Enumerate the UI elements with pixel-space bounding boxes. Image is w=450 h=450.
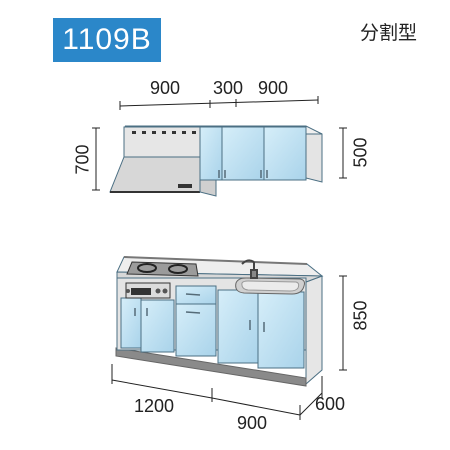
model-badge: 1109B	[53, 18, 161, 62]
upper-width-label-1: 900	[150, 78, 181, 98]
upper-side-panel	[305, 127, 323, 183]
lower-door-1	[120, 297, 142, 349]
grill-window	[131, 288, 151, 295]
upper-door-2	[221, 126, 265, 181]
plinth	[115, 347, 307, 387]
upper-cabinets	[109, 125, 323, 197]
upper-width-label-2: 300	[213, 78, 244, 98]
faucet	[241, 259, 258, 279]
lower-door-2	[140, 299, 175, 353]
burners	[137, 263, 188, 274]
upper-height-right-label: 500	[350, 137, 371, 168]
upper-dimension-lines	[92, 96, 347, 191]
sink	[235, 277, 305, 295]
upper-height-left-label: 700	[72, 144, 93, 175]
lower-width-right-label: 900	[237, 413, 268, 433]
lower-dimension-lines	[111, 275, 347, 420]
type-label: 分割型	[360, 22, 418, 44]
lower-height-label: 850	[350, 300, 371, 331]
lower-door-3	[217, 289, 259, 364]
lower-drawer-2	[175, 303, 217, 357]
upper-door-3	[263, 126, 307, 181]
lower-side-panel	[305, 275, 323, 386]
lower-depth-label: 600	[315, 394, 346, 414]
upper-width-label-3: 900	[258, 78, 289, 98]
lower-cabinets	[115, 256, 324, 387]
lower-door-4	[257, 291, 305, 369]
lower-width-left-label: 1200	[134, 396, 175, 416]
